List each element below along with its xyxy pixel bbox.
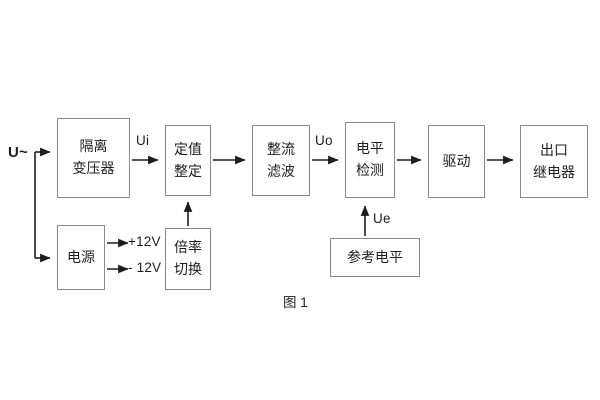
block-multiplier-switch[interactable]: 倍率 切换: [165, 228, 211, 290]
label-ue: Ue: [373, 211, 391, 226]
block-line: 检测: [356, 162, 384, 178]
block-line: 定值: [174, 140, 202, 157]
label-positive-12v: +12V: [128, 234, 161, 249]
block-power-supply[interactable]: 电源: [57, 225, 105, 290]
label-input-u: U~: [8, 144, 28, 161]
block-line: 整流: [267, 140, 295, 157]
block-line: 滤波: [267, 162, 295, 179]
block-rectify-filter[interactable]: 整流 滤波: [252, 125, 310, 196]
block-line: 倍率: [174, 239, 202, 256]
block-line: 出口: [540, 141, 568, 158]
label-negative-12v: - 12V: [128, 260, 162, 275]
block-line: 整定: [174, 162, 202, 179]
figure-caption: 图 1: [283, 295, 308, 310]
block-line: 电平: [356, 140, 384, 157]
block-line: 参考电平: [347, 248, 403, 265]
block-line: 驱动: [442, 152, 471, 169]
block-isolation-transformer[interactable]: 隔离 变压器: [57, 118, 130, 198]
block-line: 切换: [174, 261, 202, 277]
block-setting-value[interactable]: 定值 整定: [165, 125, 211, 196]
block-line: 继电器: [533, 163, 575, 180]
block-line: 电源: [67, 248, 95, 265]
block-output-relay[interactable]: 出口 继电器: [520, 125, 588, 198]
block-line: 变压器: [72, 160, 115, 176]
label-ui: Ui: [136, 133, 150, 148]
block-level-detection[interactable]: 电平 检测: [345, 122, 395, 198]
block-line: 隔离: [79, 138, 108, 155]
label-uo: Uo: [315, 133, 333, 148]
block-drive[interactable]: 驱动: [428, 125, 485, 198]
block-reference-level[interactable]: 参考电平: [330, 238, 420, 277]
